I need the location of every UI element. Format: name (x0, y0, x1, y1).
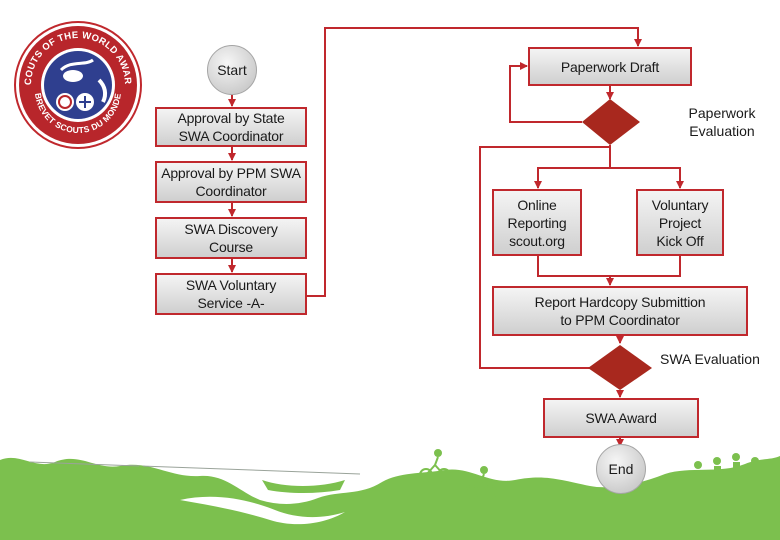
scouts-world-award-logo: SCOUTS OF THE WORLD AWARD BREVET SCOUTS … (9, 12, 143, 150)
paperwork-evaluation-label: Paperwork Evaluation (688, 105, 756, 139)
discovery-course-box: SWA Discovery Course (155, 217, 307, 259)
arrow-evaluation-back-to-draft (509, 62, 582, 123)
paperwork-evaluation-decision (582, 99, 640, 145)
arrow-evaluation-to-project (610, 167, 684, 189)
arrow-evaluation-to-online (534, 145, 611, 189)
cyclist-icon-2 (465, 466, 497, 499)
approval-ppm-box: Approval by PPM SWA Coordinator (155, 161, 307, 203)
online-reporting-box: Online Reporting scout.org (492, 189, 582, 256)
arrow-project-to-report (610, 256, 681, 277)
end-node: End (596, 444, 646, 494)
arrow-service-to-draft (307, 27, 642, 297)
canoe-icon (262, 480, 345, 493)
river-curve (180, 496, 345, 525)
report-submission-box: Report Hardcopy Submittion to PPM Coordi… (492, 286, 748, 336)
swa-award-box: SWA Award (543, 398, 699, 438)
paperwork-draft-box: Paperwork Draft (528, 47, 692, 86)
arrow-evaluation-loop (479, 146, 610, 369)
cyclist-icon (419, 449, 451, 482)
start-node: Start (207, 45, 257, 95)
zipline-rider-icon (132, 465, 145, 493)
approval-state-box: Approval by State SWA Coordinator (155, 107, 307, 147)
landscape-silhouette (0, 456, 780, 540)
swa-evaluation-decision (588, 345, 652, 390)
hikers-icon (694, 453, 759, 488)
swa-evaluation-label: SWA Evaluation (660, 351, 760, 367)
arrow-online-to-report (537, 256, 614, 286)
voluntary-project-box: Voluntary Project Kick Off (636, 189, 724, 256)
voluntary-service-box: SWA Voluntary Service -A- (155, 273, 307, 315)
zipline-rope (29, 461, 361, 475)
